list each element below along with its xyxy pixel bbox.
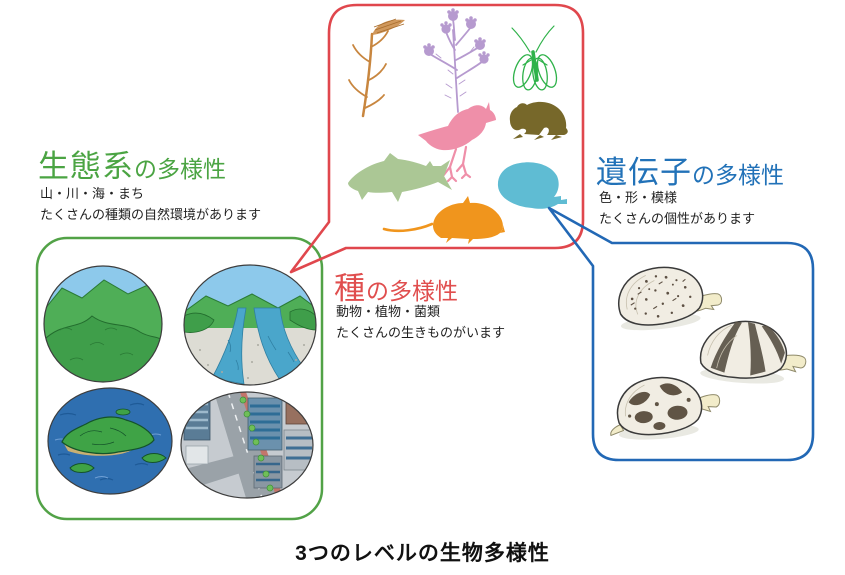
ecosystem-desc-line2: たくさんの種類の自然環境があります bbox=[40, 206, 262, 222]
genes-title-suffix: の多様性 bbox=[692, 162, 784, 188]
fish-icon bbox=[348, 153, 452, 202]
genes-title-main: 遺伝子 bbox=[596, 155, 692, 190]
ecosystem-description: 山・川・海・まち たくさんの種類の自然環境があります bbox=[40, 184, 261, 226]
genes-description: 色・形・模様 たくさんの個性があります bbox=[599, 188, 755, 230]
city-photo bbox=[180, 391, 314, 499]
striped-clam-icon bbox=[699, 320, 807, 384]
genes-desc-line1: 色・形・模様 bbox=[599, 190, 678, 205]
blotched-clam-icon bbox=[610, 376, 721, 440]
mouse-icon bbox=[382, 196, 505, 244]
species-title-suffix: の多様性 bbox=[366, 278, 458, 304]
frog-icon bbox=[509, 101, 568, 140]
species-desc-line1: 動物・植物・菌類 bbox=[336, 304, 441, 319]
species-title: 種の多様性 bbox=[334, 263, 458, 308]
ecosystem-box bbox=[35, 236, 324, 521]
mountain-forest-photo bbox=[43, 265, 163, 383]
genes-desc-line2: たくさんの個性があります bbox=[599, 210, 756, 226]
species-description: 動物・植物・菌類 たくさんの生きものがいます bbox=[336, 302, 505, 344]
species-desc-line2: たくさんの生きものがいます bbox=[336, 324, 506, 340]
genes-box bbox=[547, 206, 815, 462]
species-title-main: 種 bbox=[334, 271, 366, 306]
sea-islands-photo bbox=[47, 387, 173, 495]
silver-grass-icon bbox=[348, 18, 405, 118]
thistle-icon bbox=[423, 8, 490, 113]
species-box bbox=[289, 3, 585, 274]
lacewing-icon bbox=[511, 25, 558, 91]
speckled-clam-icon bbox=[618, 266, 723, 331]
ecosystem-title-suffix: の多様性 bbox=[134, 156, 226, 182]
river-photo bbox=[183, 264, 317, 386]
genes-title: 遺伝子の多様性 bbox=[596, 147, 784, 192]
blue-fish-icon bbox=[497, 162, 567, 209]
diagram-caption: 3つのレベルの生物多様性 bbox=[295, 542, 550, 565]
bird-icon bbox=[418, 102, 496, 183]
ecosystem-desc-line1: 山・川・海・まち bbox=[40, 186, 145, 201]
ecosystem-title: 生態系の多様性 bbox=[38, 141, 226, 186]
ecosystem-title-main: 生態系 bbox=[38, 149, 134, 184]
